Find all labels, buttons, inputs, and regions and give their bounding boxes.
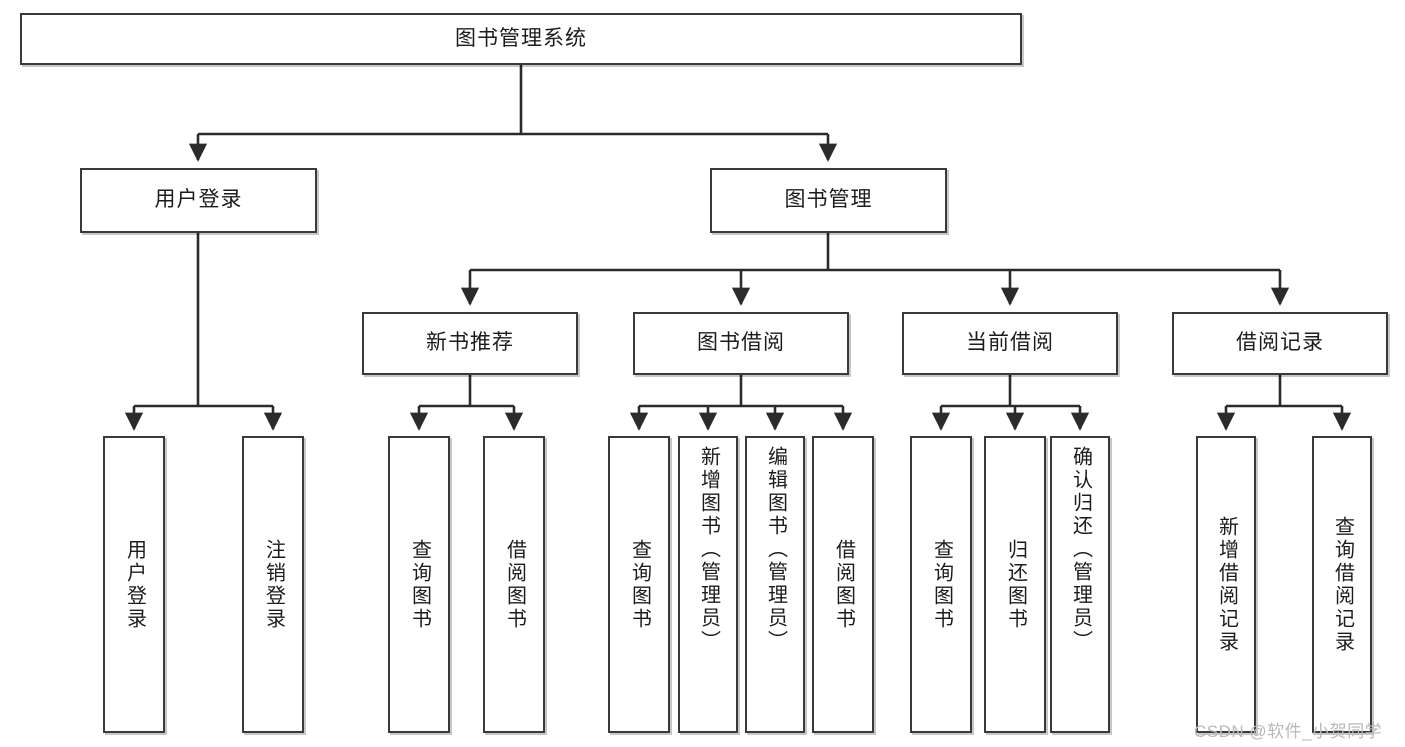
node-label: 查询图书 xyxy=(930,538,953,631)
new-book-rec-to-leaves-connectors xyxy=(409,375,524,431)
node-label: 借阅图书 xyxy=(503,538,526,631)
node-leaf-borrow-lend-book[interactable]: 借阅图书 xyxy=(812,436,874,733)
node-leaf-borrow-add-book[interactable]: 新增图书（管理员） xyxy=(678,436,738,733)
node-leaf-rec-query-book[interactable]: 查询图书 xyxy=(388,436,450,733)
borrow-record-to-leaves-connectors xyxy=(1216,375,1352,431)
node-label: 注销登录 xyxy=(262,538,285,631)
node-label: 借阅图书 xyxy=(832,538,855,631)
node-root-system[interactable]: 图书管理系统 xyxy=(20,13,1022,65)
node-leaf-user-login[interactable]: 用户登录 xyxy=(103,436,165,733)
node-leaf-rec-query-record[interactable]: 查询借阅记录 xyxy=(1312,436,1372,733)
node-current-borrow[interactable]: 当前借阅 xyxy=(902,312,1118,375)
node-label: 图书管理 xyxy=(784,188,873,212)
node-label: 查询图书 xyxy=(408,538,431,631)
node-label: 查询图书 xyxy=(628,538,651,631)
node-leaf-borrow-query-book[interactable]: 查询图书 xyxy=(608,436,670,733)
node-borrow-record[interactable]: 借阅记录 xyxy=(1172,312,1388,375)
node-label: 图书借阅 xyxy=(697,331,785,355)
node-leaf-borrow-edit-book[interactable]: 编辑图书（管理员） xyxy=(745,436,805,733)
root-to-level1-connectors xyxy=(188,65,838,162)
node-user-login[interactable]: 用户登录 xyxy=(80,168,317,233)
current-borrow-to-leaves-connectors xyxy=(931,375,1090,431)
node-label: 图书管理系统 xyxy=(455,26,587,50)
node-label: 用户登录 xyxy=(154,188,243,212)
user-login-to-leaves-connectors xyxy=(124,233,283,431)
node-label: 归还图书 xyxy=(1004,538,1027,631)
node-leaf-cur-query-book[interactable]: 查询图书 xyxy=(910,436,972,733)
node-label: 查询借阅记录 xyxy=(1331,515,1354,654)
node-label: 新增图书（管理员） xyxy=(697,446,720,653)
node-book-manage[interactable]: 图书管理 xyxy=(710,168,947,233)
node-label: 当前借阅 xyxy=(966,331,1054,355)
node-label: 用户登录 xyxy=(123,538,146,631)
book-manage-to-level2-connectors xyxy=(460,233,1290,306)
node-new-book-rec[interactable]: 新书推荐 xyxy=(362,312,578,375)
book-borrow-to-leaves-connectors xyxy=(629,375,853,431)
node-label: 确认归还（管理员） xyxy=(1069,446,1092,653)
node-leaf-cur-confirm-return[interactable]: 确认归还（管理员） xyxy=(1050,436,1110,733)
node-leaf-user-logout[interactable]: 注销登录 xyxy=(242,436,304,733)
node-label: 新书推荐 xyxy=(426,331,514,355)
node-label: 编辑图书（管理员） xyxy=(764,446,787,653)
node-label: 借阅记录 xyxy=(1236,331,1324,355)
node-book-borrow[interactable]: 图书借阅 xyxy=(633,312,849,375)
node-leaf-rec-add-record[interactable]: 新增借阅记录 xyxy=(1196,436,1256,733)
node-leaf-cur-return-book[interactable]: 归还图书 xyxy=(984,436,1046,733)
node-label: 新增借阅记录 xyxy=(1215,515,1238,654)
node-leaf-rec-borrow-book[interactable]: 借阅图书 xyxy=(483,436,545,733)
